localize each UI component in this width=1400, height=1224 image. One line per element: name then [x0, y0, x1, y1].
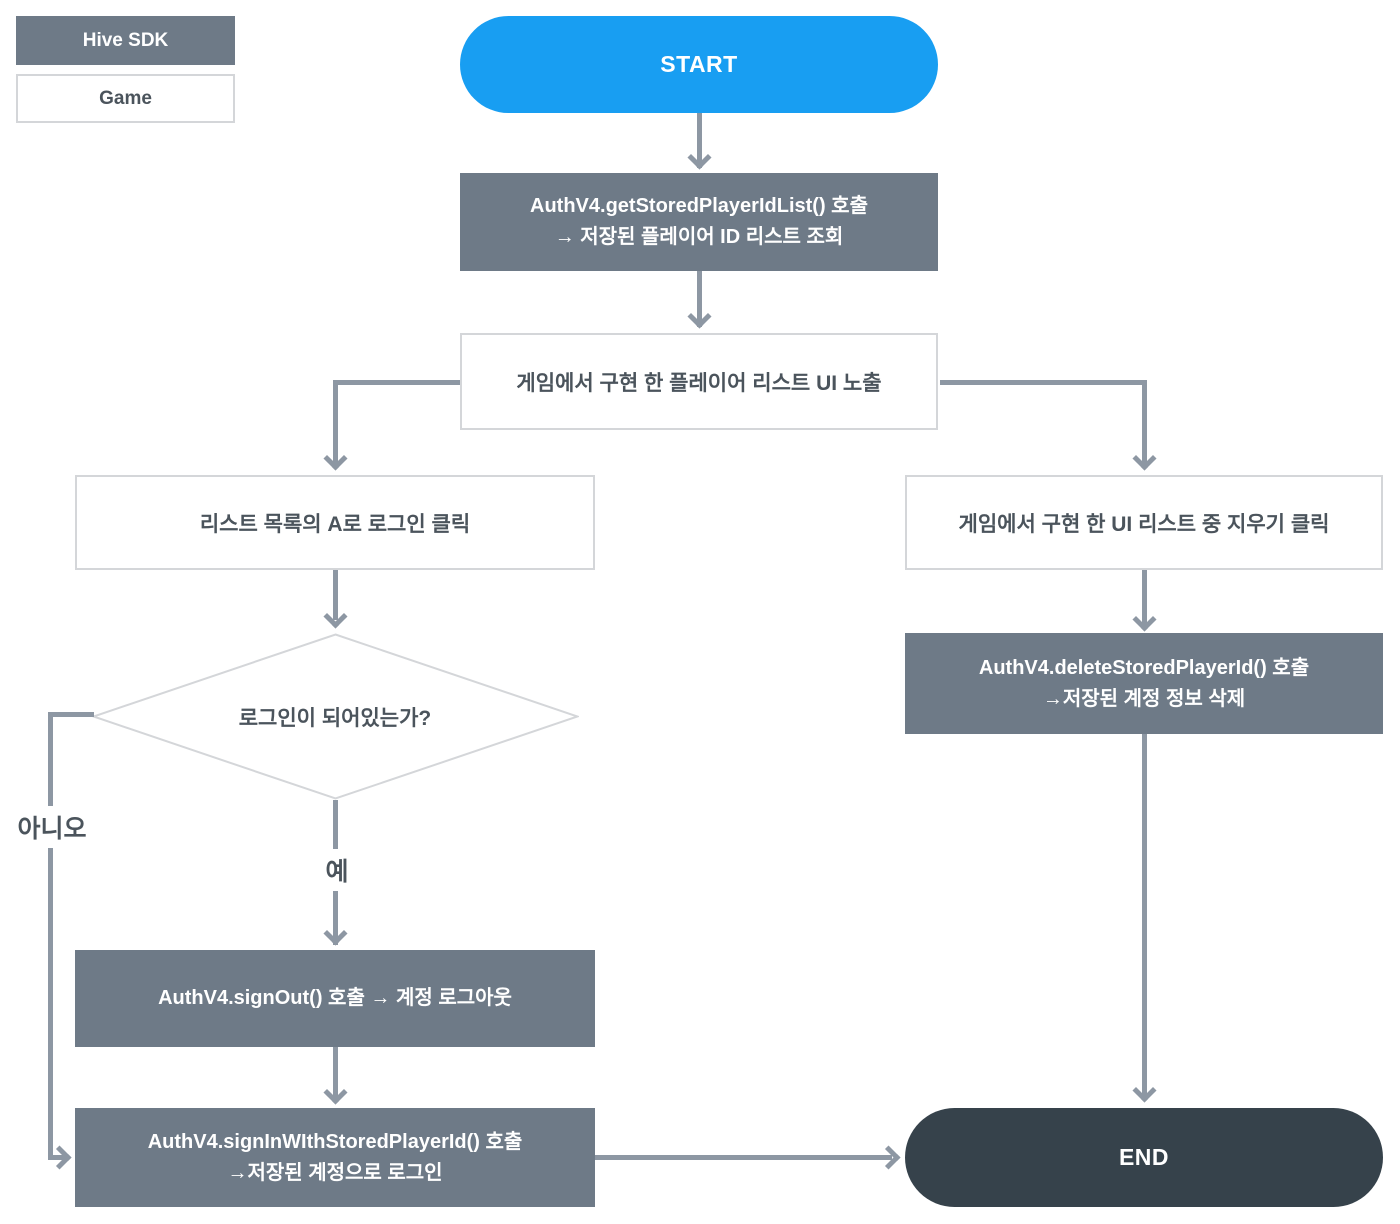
start-node: START [460, 16, 938, 113]
process-text-line: 게임에서 구현 한 플레이어 리스트 UI 노출 [516, 371, 882, 395]
arrowhead-listui-to-loginclick [323, 446, 348, 471]
process-text-line: AuthV4.getStoredPlayerIdList() 호출 [530, 195, 868, 217]
process-text-line: AuthV4.deleteStoredPlayerId() 호출 [978, 656, 1310, 679]
arrowhead-signout-to-signin [323, 1080, 348, 1105]
decision-logged-in: 로그인이 되어있는가? [238, 706, 432, 730]
process-text-line: AuthV4.signInWIthStoredPlayerId() 호출 [147, 1130, 523, 1153]
process-text-line: 리스트 목록의 A로 로그인 클릭 [199, 512, 471, 536]
process-sign-out: AuthV4.signOut() 호출 → 계정 로그아웃 [75, 950, 595, 1047]
edge-label-yes: 예 [315, 849, 359, 891]
process-text-line: →저장된 계정으로 로그인 [227, 1161, 443, 1184]
arrowhead-start-to-getstored [687, 145, 712, 170]
process-delete-stored: AuthV4.deleteStoredPlayerId() 호출 →저장된 계정… [905, 633, 1383, 734]
connector-getstored-to-listui [697, 271, 702, 327]
connector-listui-left-v [333, 380, 338, 465]
legend-hive-sdk: Hive SDK [16, 16, 235, 65]
connector-listui-right-v [1142, 380, 1147, 465]
connector-loginclick-to-decision [333, 570, 338, 620]
process-show-player-list-ui: 게임에서 구현 한 플레이어 리스트 UI 노출 [460, 333, 938, 430]
legend-game: Game [16, 74, 235, 123]
decision-diamond [92, 633, 579, 800]
connector-listui-right-h [940, 380, 1147, 385]
connector-deletestored-to-end [1142, 734, 1147, 1099]
process-delete-click: 게임에서 구현 한 UI 리스트 중 지우기 클릭 [905, 475, 1383, 570]
end-node: END [905, 1108, 1383, 1207]
process-text-line: → 저장된 플레이어 ID 리스트 조회 [554, 226, 844, 248]
connector-listui-left-h [333, 380, 460, 385]
arrowhead-listui-to-deleteclick [1132, 446, 1157, 471]
connector-start-to-getstored [697, 113, 702, 168]
connector-signin-to-end [595, 1155, 892, 1160]
connector-signout-to-signin [333, 1047, 338, 1100]
arrowhead-yes-to-signout [323, 921, 348, 946]
process-get-stored-player-id-list: AuthV4.getStoredPlayerIdList() 호출 → 저장된 … [460, 173, 938, 271]
edge-label-no: 아니오 [8, 806, 96, 848]
process-text-line: →저장된 계정 정보 삭제 [1042, 687, 1246, 710]
process-sign-in-stored: AuthV4.signInWIthStoredPlayerId() 호출 →저장… [75, 1108, 595, 1207]
arrowhead-deletestored-to-end [1132, 1078, 1157, 1103]
process-text-line: 게임에서 구현 한 UI 리스트 중 지우기 클릭 [958, 512, 1330, 536]
connector-no-h2 [48, 1155, 68, 1160]
arrowhead-loginclick-to-decision [323, 604, 348, 629]
arrowhead-deleteclick-to-deletestored [1132, 607, 1157, 632]
arrowhead-signin-to-end [876, 1145, 901, 1170]
connector-no-v [48, 712, 53, 1157]
process-text-line: AuthV4.signOut() 호출 → 계정 로그아웃 [158, 987, 512, 1009]
arrowhead-getstored-to-listui [687, 304, 712, 329]
connector-no-h1 [50, 712, 94, 717]
process-login-click: 리스트 목록의 A로 로그인 클릭 [75, 475, 595, 570]
connector-deleteclick-to-deletestored [1142, 570, 1147, 626]
